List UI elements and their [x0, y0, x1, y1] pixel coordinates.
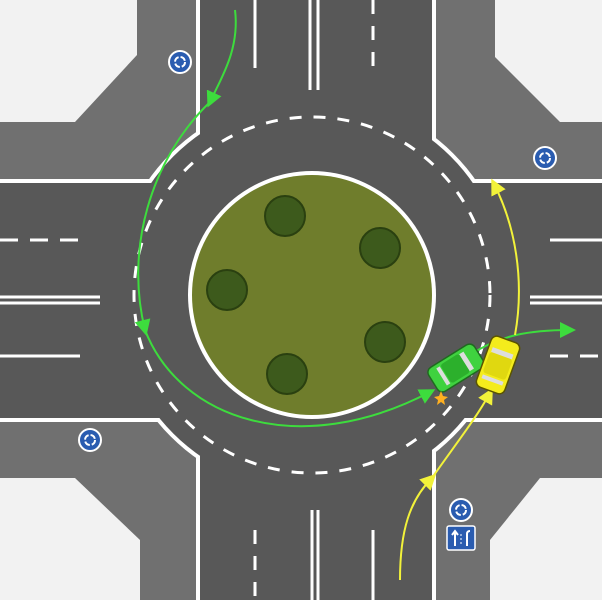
tree-icon [206, 195, 406, 395]
yellow-car [475, 335, 521, 395]
green-car [427, 343, 485, 393]
central-island [188, 171, 436, 419]
yellow-vehicle-path [399, 178, 520, 581]
collision-star-icon [434, 391, 448, 405]
lane-direction-sign-icon [446, 525, 476, 551]
roundabout-sign-icon [78, 50, 557, 522]
green-vehicle-path [134, 9, 576, 428]
